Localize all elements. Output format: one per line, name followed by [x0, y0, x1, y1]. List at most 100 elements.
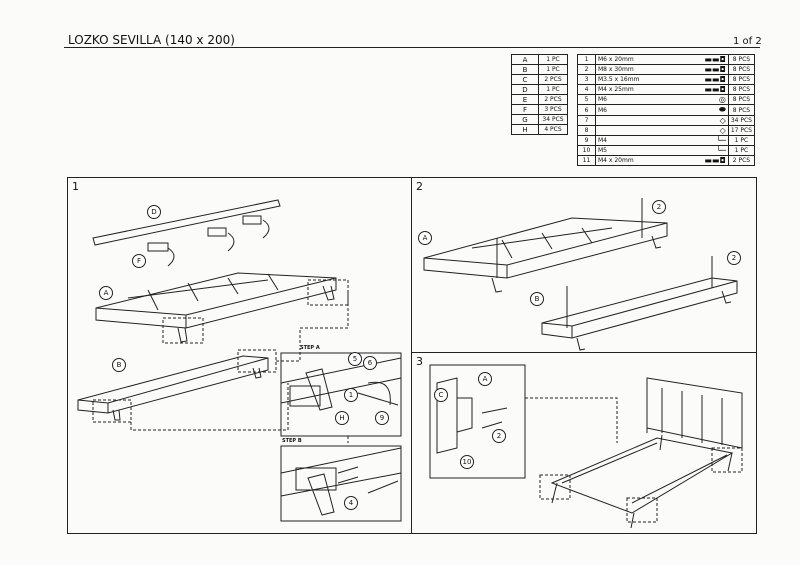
part-qty: 3 PCS [538, 104, 568, 115]
step-a-label: STEP A [300, 345, 320, 351]
hw-number: 2 [577, 64, 596, 75]
callout-2: 2 [727, 251, 741, 265]
part-qty: 2 PCS [538, 94, 568, 105]
hw-spec: M4 [595, 135, 676, 146]
part-id: D [511, 84, 539, 95]
hw-spec: M6 [595, 94, 676, 105]
table-row: 8 ◇17 PCS [577, 125, 756, 136]
bolt-icon: ▬▬◘ [675, 54, 729, 65]
callout-H: H [335, 411, 349, 425]
hw-qty: 1 PC [727, 135, 756, 146]
page-indicator: 1 of 2 [733, 36, 762, 47]
callout-D: D [147, 205, 161, 219]
step-number: 3 [416, 355, 423, 368]
part-qty: 1 PC [538, 64, 568, 75]
hw-qty: 8 PCS [727, 64, 756, 75]
hw-number: 8 [577, 125, 596, 136]
hw-qty: 34 PCS [727, 115, 756, 126]
part-id: B [511, 64, 539, 75]
hw-number: 5 [577, 94, 596, 105]
part-qty: 34 PCS [538, 114, 568, 125]
callout-2: 2 [652, 200, 666, 214]
step-b-label: STEP B [282, 438, 302, 444]
hw-qty: 2 PCS [727, 155, 756, 166]
callout-10: 10 [460, 455, 474, 469]
allen-key-icon: └─ [675, 145, 729, 156]
part-id: E [511, 94, 539, 105]
hw-qty: 1 PC [727, 145, 756, 156]
callout-2: 2 [492, 429, 506, 443]
callout-5: 5 [348, 352, 362, 366]
callout-4: 4 [344, 496, 358, 510]
hw-qty: 8 PCS [727, 94, 756, 105]
screw-icon: ▬▬◘ [675, 74, 729, 85]
spring-washer-icon: ⬬ [675, 104, 729, 116]
slat-cap-icon: ◇ [675, 125, 729, 136]
hw-qty: 17 PCS [727, 125, 756, 136]
hw-number: 1 [577, 54, 596, 65]
part-id: H [511, 124, 539, 135]
hw-spec: M8 x 30mm [595, 64, 676, 75]
hw-spec [595, 125, 676, 136]
part-qty: 2 PCS [538, 74, 568, 85]
step-2-panel: 2 A 2 2 B [411, 177, 757, 353]
step-number: 1 [72, 180, 79, 193]
callout-A: A [478, 372, 492, 386]
screw-icon: ▬▬◘ [675, 155, 729, 166]
callout-B: B [530, 292, 544, 306]
callout-9: 9 [375, 411, 389, 425]
bolt-icon: ▬▬◘ [675, 64, 729, 75]
step-1-diagram [77, 199, 402, 522]
hw-spec: M4 x 25mm [595, 84, 676, 95]
callout-B: B [112, 358, 126, 372]
step-3-diagram [429, 364, 743, 529]
header-divider [64, 47, 760, 48]
callout-A: A [418, 231, 432, 245]
document-title: LOZKO SEVILLA (140 x 200) [68, 33, 235, 47]
callout-F: F [132, 254, 146, 268]
allen-key-icon: └─ [675, 135, 729, 146]
hw-number: 3 [577, 74, 596, 85]
hw-spec: M6 x 20mm [595, 54, 676, 65]
table-row: 7 ◇34 PCS [577, 115, 756, 126]
hw-spec [595, 115, 676, 126]
part-id: C [511, 74, 539, 85]
hw-qty: 8 PCS [727, 104, 756, 116]
part-qty: 4 PCS [538, 124, 568, 135]
step-2-diagram [423, 198, 738, 351]
hw-number: 11 [577, 155, 596, 166]
washer-icon: ◎ [675, 94, 729, 105]
hw-qty: 8 PCS [727, 84, 756, 95]
hw-qty: 8 PCS [727, 54, 756, 65]
hw-spec: M3.5 x 16mm [595, 74, 676, 85]
part-id: G [511, 114, 539, 125]
callout-A: A [99, 286, 113, 300]
part-qty: 1 PC [538, 54, 568, 65]
part-id: F [511, 104, 539, 115]
hw-spec: M4 x 20mm [595, 155, 676, 166]
hw-number: 7 [577, 115, 596, 126]
part-id: A [511, 54, 539, 65]
callout-1: 1 [344, 388, 358, 402]
hw-qty: 8 PCS [727, 74, 756, 85]
slat-holder-icon: ◇ [675, 115, 729, 126]
hw-number: 9 [577, 135, 596, 146]
hw-spec: M5 [595, 145, 676, 156]
